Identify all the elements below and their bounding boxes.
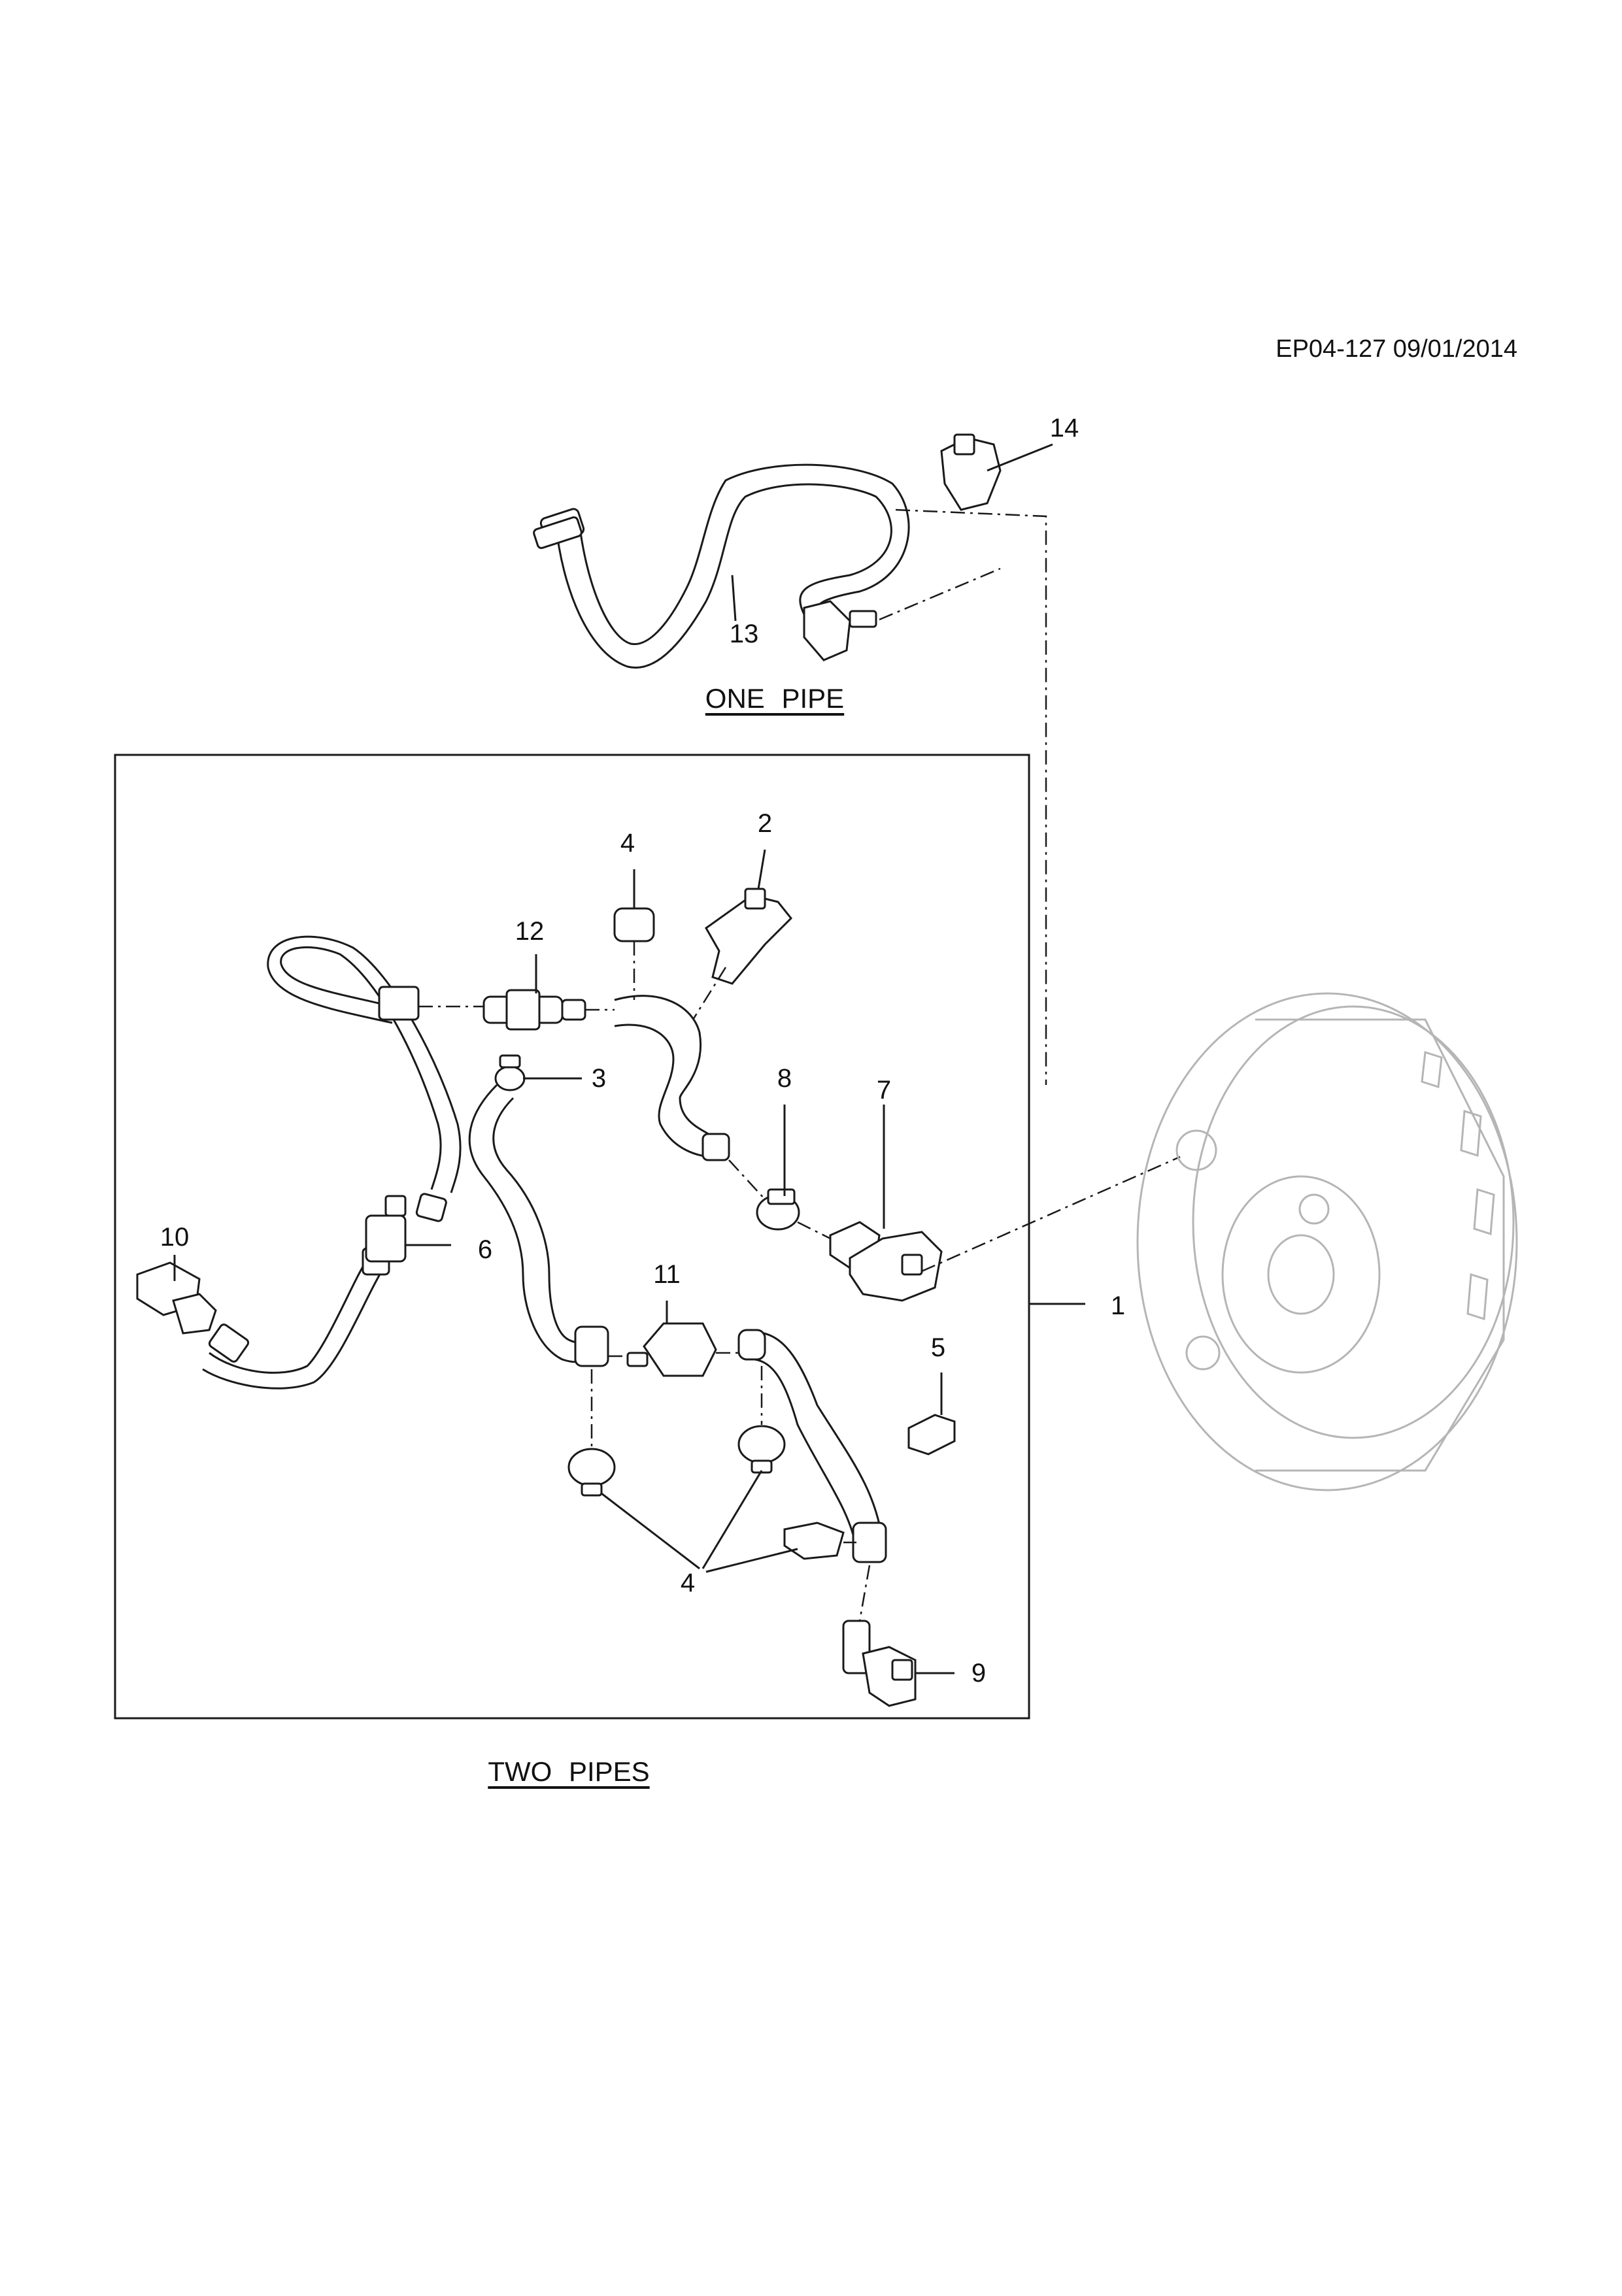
lower-middle-hose — [468, 1084, 609, 1367]
callout-6: 6 — [477, 1235, 493, 1264]
leader-4c — [705, 1548, 798, 1573]
one-pipe-clip-14 — [940, 433, 1002, 511]
lower-right-hose — [737, 1329, 887, 1563]
clip-4-top — [613, 907, 655, 942]
callout-11: 11 — [653, 1260, 681, 1289]
callout-3: 3 — [591, 1064, 607, 1093]
one-pipe-hose-13 — [533, 463, 910, 669]
callout-2: 2 — [757, 809, 773, 838]
dash-2 — [692, 967, 727, 1020]
leader-14 — [987, 443, 1053, 472]
brake-booster — [1136, 992, 1518, 1491]
left-hose-assembly — [202, 935, 462, 1389]
connector-10 — [136, 1261, 217, 1335]
caption-two-pipes: TWO PIPES — [488, 1756, 650, 1787]
callout-4-top: 4 — [620, 829, 635, 857]
two-pipes-frame — [114, 754, 1030, 1720]
dash-link-one-pipe-2 — [879, 567, 1001, 621]
check-valve-6 — [365, 1195, 407, 1263]
clamp-3 — [494, 1054, 526, 1091]
callout-1: 1 — [1110, 1291, 1126, 1320]
upper-right-hose — [614, 995, 730, 1161]
leader-2 — [757, 849, 766, 890]
dash-link-one-pipe — [895, 508, 1047, 1085]
callout-13: 13 — [729, 620, 759, 648]
leader-4a — [601, 1492, 700, 1570]
clamp-4-left — [567, 1448, 616, 1497]
callout-9: 9 — [971, 1659, 987, 1688]
check-valve-11 — [626, 1322, 717, 1377]
dash-8-left — [728, 1159, 766, 1200]
bracket-2 — [705, 888, 793, 985]
dash-9 — [858, 1565, 871, 1622]
leader-4b — [701, 1470, 763, 1569]
callout-4-bottom: 4 — [680, 1569, 696, 1597]
callout-12: 12 — [515, 917, 545, 946]
leader-13 — [731, 574, 737, 622]
callout-5: 5 — [930, 1333, 946, 1362]
callout-7: 7 — [876, 1076, 892, 1105]
callout-10: 10 — [160, 1223, 190, 1252]
clip-5 — [907, 1414, 956, 1456]
clamp-4-middle — [737, 1425, 786, 1474]
clamp-8 — [756, 1188, 800, 1231]
tee-connector-12 — [482, 954, 586, 1031]
callout-8: 8 — [777, 1064, 792, 1093]
connector-7 — [829, 1221, 943, 1302]
caption-one-pipe: ONE PIPE — [705, 683, 845, 714]
drawing-reference: EP04-127 09/01/2014 — [1276, 335, 1517, 363]
clamp-4-right — [783, 1522, 845, 1560]
callout-14: 14 — [1049, 414, 1079, 442]
dash-7-booster — [921, 1156, 1181, 1273]
connector-9 — [842, 1620, 917, 1707]
